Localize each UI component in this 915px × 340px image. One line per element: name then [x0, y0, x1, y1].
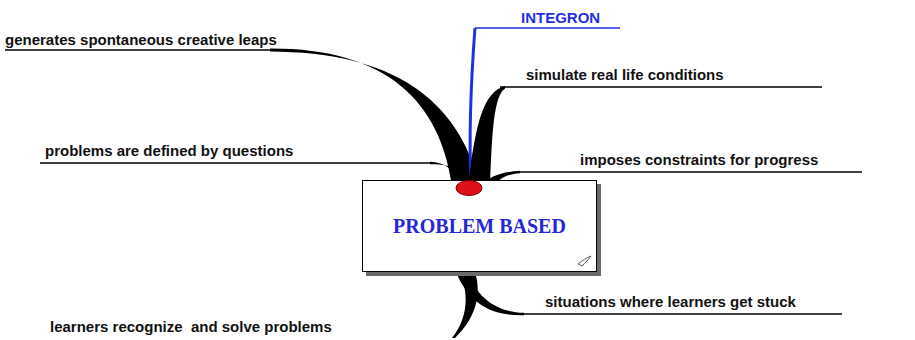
topic-box: PROBLEM BASED — [362, 180, 597, 272]
topic-title: PROBLEM BASED — [393, 215, 566, 238]
branch-label: imposes constraints for progress — [580, 151, 818, 168]
branch-label: generates spontaneous creative leaps — [5, 31, 277, 48]
branch-label: INTEGRON — [521, 9, 600, 26]
red-dot — [456, 181, 482, 196]
branch-label: problems are defined by questions — [45, 142, 293, 159]
page-curl — [578, 256, 591, 266]
branch-label: situations where learners get stuck — [545, 293, 796, 310]
branch-label: simulate real life conditions — [526, 66, 724, 83]
branch-label: learners recognize and solve problems — [50, 318, 332, 335]
